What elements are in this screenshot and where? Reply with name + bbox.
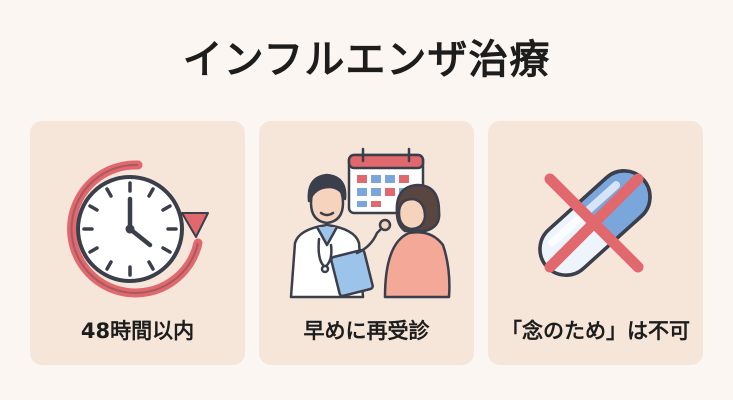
- clock-with-arrow-icon: [67, 160, 209, 298]
- patient-shape: [383, 183, 451, 299]
- doctor-shape: [289, 173, 392, 299]
- doctor-patient-calendar-icon: [289, 147, 451, 299]
- arrow-head-shape: [181, 212, 209, 238]
- red-cross-shape: [544, 173, 644, 273]
- card-label: 早めに再受診: [303, 319, 430, 343]
- card-48-hours: 48時間以内: [30, 121, 245, 365]
- crossed-pill-icon: [538, 169, 652, 277]
- card-label: 「念のため」は不可: [501, 319, 690, 343]
- card-label: 48時間以内: [80, 319, 195, 343]
- circular-arrow-shape: [67, 160, 203, 298]
- card-not-just-in-case: 「念のため」は不可: [488, 121, 703, 365]
- page-title: インフルエンザ治療: [182, 37, 551, 83]
- card-revisit: 早めに再受診: [259, 121, 474, 365]
